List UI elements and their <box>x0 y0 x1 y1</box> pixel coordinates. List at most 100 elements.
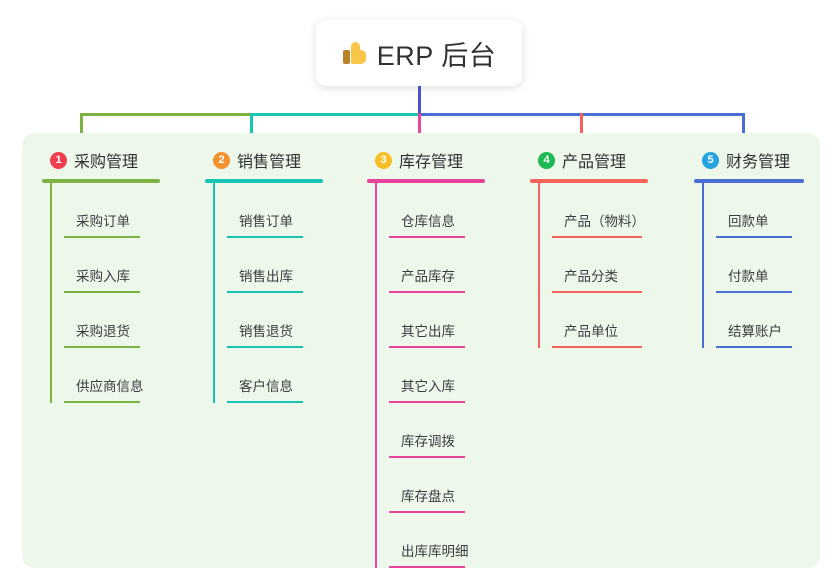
leaf-label: 其它出库 <box>401 324 455 339</box>
column-badge-2: 2 <box>213 151 230 169</box>
column-title-3: 库存管理 <box>399 154 464 171</box>
leaf-item[interactable]: 其它出库 <box>389 293 485 348</box>
leaf-label: 产品单位 <box>564 324 618 339</box>
leaf-item[interactable]: 采购退货 <box>64 293 160 348</box>
leaf-item[interactable]: 付款单 <box>716 238 804 293</box>
leaf-item[interactable]: 采购订单 <box>64 183 160 238</box>
column-header-4[interactable]: 4 产品管理 <box>530 145 648 175</box>
leaf-underline <box>716 346 792 348</box>
leaf-label: 回款单 <box>728 214 769 229</box>
column-spine-2 <box>213 183 215 403</box>
column-4: 4 产品管理产品（物料） 产品分类产品单位 <box>530 145 648 348</box>
leaf-underline <box>552 236 642 238</box>
leaf-underline <box>389 566 465 568</box>
leaf-item[interactable]: 产品库存 <box>389 238 485 293</box>
leaf-label: 付款单 <box>728 269 769 284</box>
leaf-label: 产品分类 <box>564 269 618 284</box>
leaf-label: 结算账户 <box>728 324 782 339</box>
leaf-label: 库存盘点 <box>401 489 455 504</box>
column-2: 2 销售管理销售订单销售出库销售退货客户信息 <box>205 145 323 403</box>
leaf-underline <box>716 236 792 238</box>
leaf-underline <box>552 291 642 293</box>
leaf-underline <box>389 511 465 513</box>
column-leaves-2: 销售订单销售出库销售退货客户信息 <box>213 183 323 403</box>
column-1: 1 采购管理采购订单采购入库采购退货供应商信息 <box>42 145 160 403</box>
leaf-underline <box>389 456 465 458</box>
column-leaves-1: 采购订单采购入库采购退货供应商信息 <box>50 183 160 403</box>
leaf-underline <box>389 236 465 238</box>
leaf-label: 仓库信息 <box>401 214 455 229</box>
leaf-item[interactable]: 产品（物料） <box>552 183 648 238</box>
leaf-underline <box>389 346 465 348</box>
column-leaves-4: 产品（物料） 产品分类产品单位 <box>538 183 648 348</box>
leaf-item[interactable]: 仓库信息 <box>389 183 485 238</box>
leaf-item[interactable]: 库存调拨 <box>389 403 485 458</box>
column-badge-4: 4 <box>538 151 555 169</box>
leaf-label: 客户信息 <box>239 379 293 394</box>
connector-drop-1 <box>80 113 83 149</box>
leaf-label: 销售出库 <box>239 269 293 284</box>
leaf-item[interactable]: 回款单 <box>716 183 804 238</box>
column-3: 3 库存管理仓库信息产品库存其它出库其它入库库存调拨库存盘点出库库明细 <box>367 145 485 568</box>
column-title-1: 采购管理 <box>74 154 139 171</box>
leaf-label: 采购订单 <box>76 214 130 229</box>
column-badge-3: 3 <box>375 151 392 169</box>
leaf-label: 采购退货 <box>76 324 130 339</box>
leaf-item[interactable]: 销售订单 <box>227 183 323 238</box>
column-title-2: 销售管理 <box>237 154 302 171</box>
leaf-item[interactable]: 供应商信息 <box>64 348 160 403</box>
column-header-1[interactable]: 1 采购管理 <box>42 145 160 175</box>
connector-drop-3 <box>418 113 421 149</box>
leaf-underline <box>389 291 465 293</box>
connector-drop-2 <box>250 113 253 149</box>
column-spine-5 <box>702 183 704 348</box>
column-underline-1 <box>42 179 160 183</box>
leaf-underline <box>227 236 303 238</box>
column-title-4: 产品管理 <box>562 154 627 171</box>
thumbs-up-icon <box>342 40 368 66</box>
root-title: ERP 后台 <box>376 40 497 71</box>
leaf-label: 出库库明细 <box>401 544 469 559</box>
leaf-item[interactable]: 采购入库 <box>64 238 160 293</box>
leaf-item[interactable]: 产品单位 <box>552 293 648 348</box>
leaf-label: 库存调拨 <box>401 434 455 449</box>
column-spine-1 <box>50 183 52 403</box>
leaf-item[interactable]: 出库库明细 <box>389 513 485 568</box>
column-leaves-3: 仓库信息产品库存其它出库其它入库库存调拨库存盘点出库库明细 <box>375 183 485 568</box>
leaf-item[interactable]: 库存盘点 <box>389 458 485 513</box>
connector-drop-4 <box>580 113 583 149</box>
column-header-3[interactable]: 3 库存管理 <box>367 145 485 175</box>
leaf-underline <box>552 346 642 348</box>
leaf-label: 产品（物料） <box>564 214 645 229</box>
leaf-item[interactable]: 结算账户 <box>716 293 804 348</box>
leaf-underline <box>64 291 140 293</box>
column-title-5: 财务管理 <box>726 154 791 171</box>
column-leaves-5: 回款单付款单结算账户 <box>702 183 804 348</box>
leaf-label: 供应商信息 <box>76 379 144 394</box>
leaf-item[interactable]: 销售退货 <box>227 293 323 348</box>
connector-drop-5 <box>742 113 745 149</box>
leaf-item[interactable]: 客户信息 <box>227 348 323 403</box>
leaf-label: 其它入库 <box>401 379 455 394</box>
column-underline-5 <box>694 179 804 183</box>
leaf-underline <box>64 346 140 348</box>
leaf-label: 销售退货 <box>239 324 293 339</box>
leaf-label: 采购入库 <box>76 269 130 284</box>
leaf-underline <box>227 346 303 348</box>
leaf-item[interactable]: 产品分类 <box>552 238 648 293</box>
leaf-item[interactable]: 其它入库 <box>389 348 485 403</box>
leaf-underline <box>389 401 465 403</box>
column-spine-3 <box>375 183 377 568</box>
column-underline-3 <box>367 179 485 183</box>
leaf-label: 产品库存 <box>401 269 455 284</box>
column-spine-4 <box>538 183 540 348</box>
leaf-underline <box>64 401 140 403</box>
leaf-underline <box>64 236 140 238</box>
connector-bar-segment-1 <box>80 113 250 116</box>
leaf-item[interactable]: 销售出库 <box>227 238 323 293</box>
root-node[interactable]: ERP 后台 <box>316 20 522 86</box>
column-header-2[interactable]: 2 销售管理 <box>205 145 323 175</box>
column-badge-1: 1 <box>50 151 67 169</box>
